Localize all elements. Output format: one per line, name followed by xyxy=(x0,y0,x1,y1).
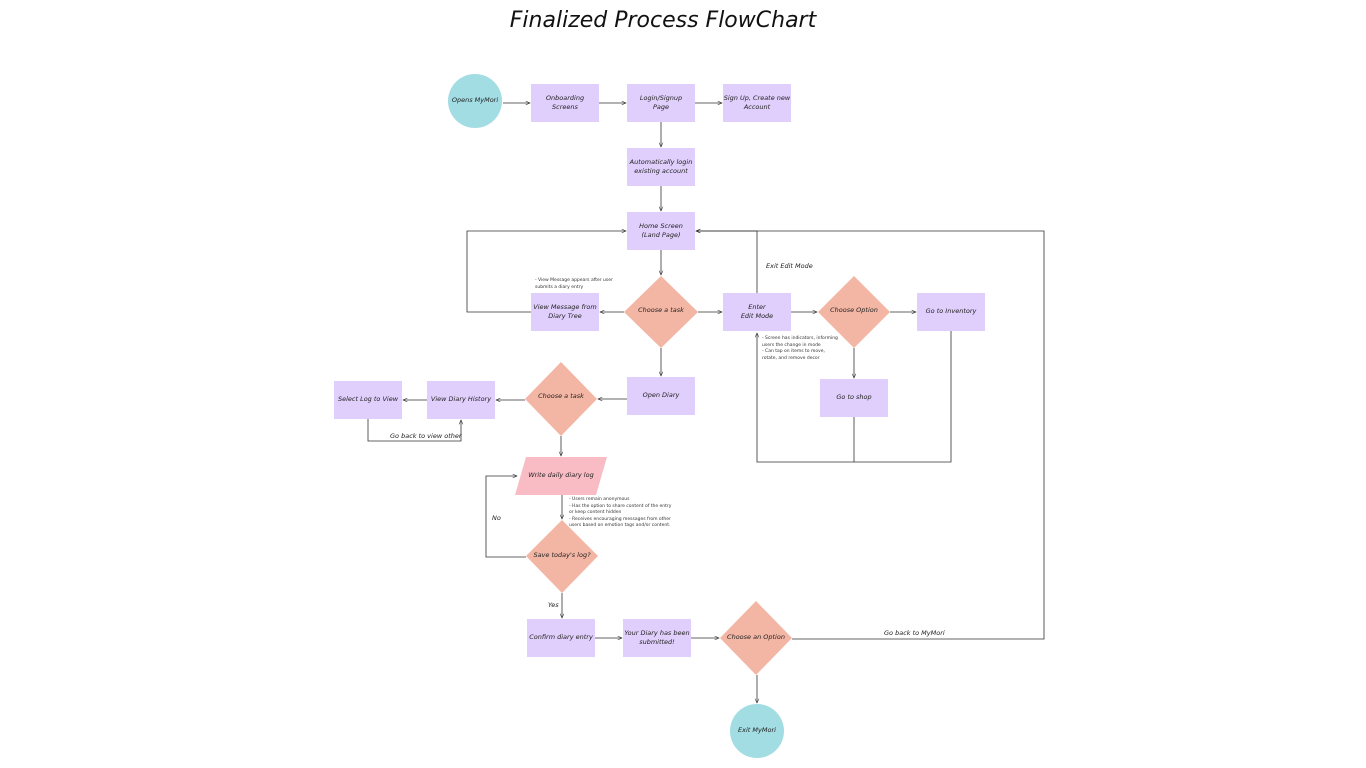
node-home-shape xyxy=(627,212,695,250)
node-editmode-shape xyxy=(723,293,791,331)
edge-viewmsg-home xyxy=(466,231,626,313)
node-option1-shape xyxy=(818,276,890,348)
note-diary-line: users based on emotion tags and/or conte… xyxy=(569,523,671,529)
node-option1: Choose Option xyxy=(830,306,878,315)
note-edit: - Screen has indicators, informing users… xyxy=(762,336,838,362)
node-shop: Go to shop xyxy=(836,393,872,402)
node-exit: Exit MyMori xyxy=(738,726,776,735)
note-diary-line: - Receives encouraging messages from oth… xyxy=(569,516,671,522)
node-opens: Opens MyMori xyxy=(451,96,499,105)
node-opendiary: Open Diary xyxy=(642,391,680,400)
node-opendiary-shape xyxy=(627,377,695,415)
node-history-shape xyxy=(427,381,495,419)
note-diary-line: - Users remain anonymous xyxy=(569,497,630,502)
node-selectlog-shape xyxy=(334,381,402,419)
node-autologin: Automatically login existing account xyxy=(629,157,693,175)
edge-label-no: No xyxy=(492,514,501,522)
edge-selectlog-history xyxy=(367,419,461,442)
note-diary-line: or keep content hidden xyxy=(569,510,622,516)
note-diary: - Users remain anonymous - Has the optio… xyxy=(569,497,671,530)
node-write: Write daily diary log xyxy=(528,471,594,480)
node-save-shape xyxy=(526,520,598,593)
node-task2: Choose a task xyxy=(538,392,584,401)
node-login: Login/Signup Page xyxy=(639,93,683,111)
node-onboarding: Onboarding Screens xyxy=(545,93,585,111)
edge-label-yes: Yes xyxy=(548,601,559,609)
node-task1: Choose a task xyxy=(638,306,684,315)
note-message: - View Message appears after user submit… xyxy=(535,278,613,291)
node-submitted-shape xyxy=(623,619,691,657)
node-opens-shape xyxy=(448,74,502,128)
node-viewmsg: View Message from Diary Tree xyxy=(533,302,597,320)
edge-label-go-back-mymori: Go back to MyMori xyxy=(884,629,945,637)
node-task2-shape xyxy=(525,362,597,436)
node-inventory-shape xyxy=(917,293,985,331)
node-exit-shape xyxy=(730,704,784,758)
node-selectlog: Select Log to View xyxy=(337,395,399,404)
node-write-shape xyxy=(515,457,607,495)
node-task1-shape xyxy=(624,276,698,348)
node-confirm: Confirm diary entry xyxy=(529,633,593,642)
note-message-line: - View Message appears after user xyxy=(535,278,613,283)
node-onboarding-shape xyxy=(531,84,599,122)
note-edit-line: rotate, and remove decor xyxy=(762,355,820,361)
node-editmode: Enter Edit Mode xyxy=(740,302,774,320)
node-inventory: Go to Inventory xyxy=(925,307,977,316)
node-option2-shape xyxy=(720,601,792,675)
node-signup: Sign Up, Create new Account xyxy=(723,93,791,111)
node-home: Home Screen (Land Page) xyxy=(639,221,683,239)
edge-save-no xyxy=(485,476,526,558)
node-save: Save today's log? xyxy=(533,551,591,560)
node-submitted: Your Diary has been submitted! xyxy=(624,628,690,646)
note-edit-line: users the change in mode xyxy=(762,342,821,348)
node-option2: Choose an Option xyxy=(727,633,785,642)
edge-editmode-home xyxy=(696,231,758,293)
note-edit-line: - Can tap on items to move, xyxy=(762,349,825,355)
note-diary-line: - Has the option to share content of the… xyxy=(569,503,672,509)
edge-label-go-back-view: Go back to view other xyxy=(390,432,462,440)
node-viewmsg-shape xyxy=(531,293,599,331)
node-confirm-shape xyxy=(527,619,595,657)
node-shop-shape xyxy=(820,379,888,417)
note-edit-line: - Screen has indicators, informing xyxy=(762,336,838,341)
edge-label-exit-edit: Exit Edit Mode xyxy=(766,262,813,270)
note-message-line: submits a diary entry xyxy=(535,284,584,290)
node-login-shape xyxy=(627,84,695,122)
node-autologin-shape xyxy=(627,148,695,186)
page-title: Finalized Process FlowChart xyxy=(509,8,817,33)
edge-option2-home xyxy=(696,231,1045,640)
node-signup-shape xyxy=(723,84,791,122)
node-history: View Diary History xyxy=(430,395,492,404)
